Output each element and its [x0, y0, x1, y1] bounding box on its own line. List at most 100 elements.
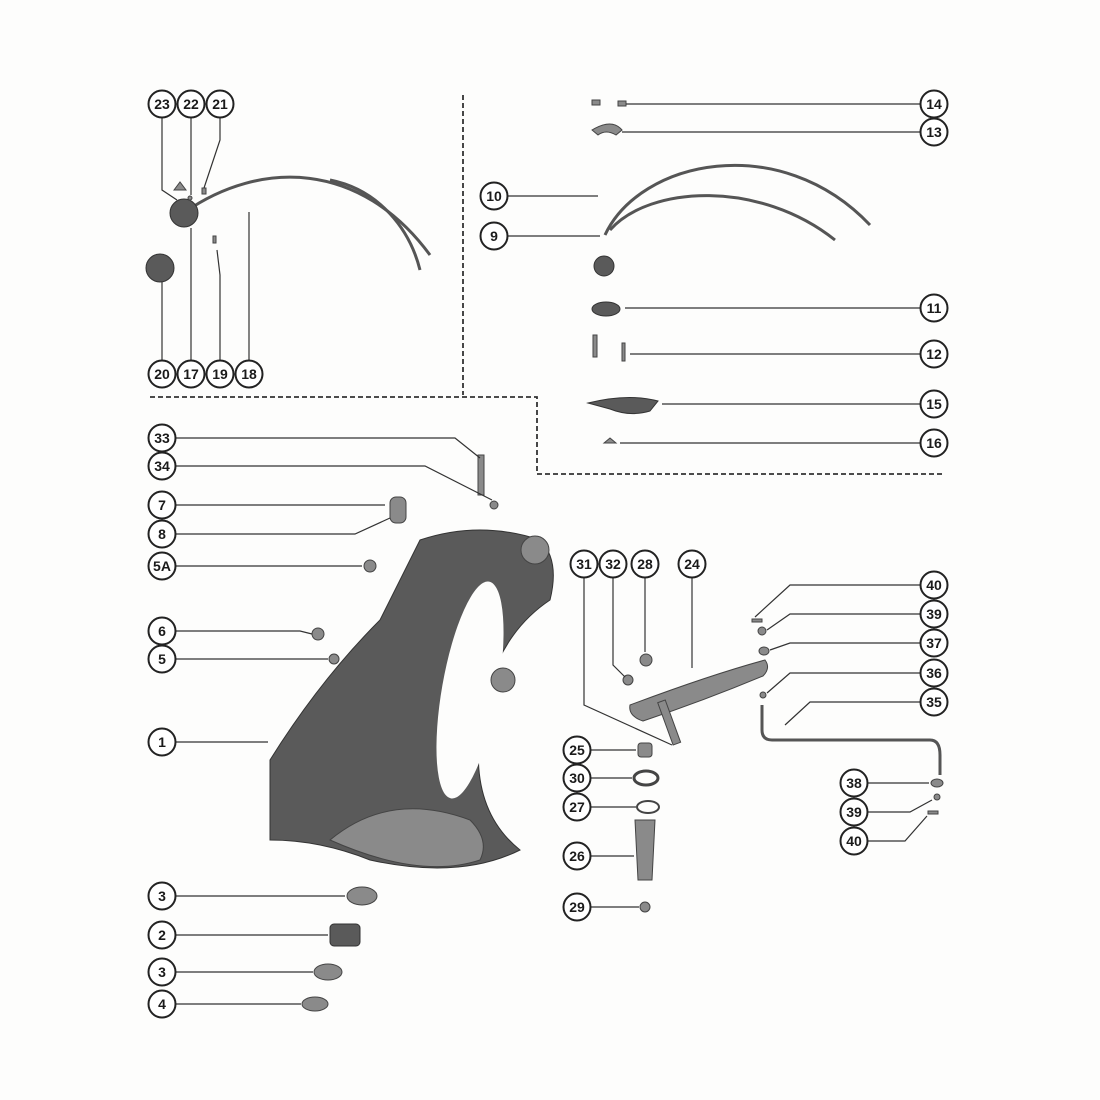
- callout-circle: [919, 389, 949, 419]
- callout-number: 10: [486, 188, 502, 204]
- callout-22: 22: [176, 89, 206, 119]
- callout-circle: [234, 359, 264, 389]
- callout-34: 34: [147, 451, 177, 481]
- callout-number: 11: [927, 300, 942, 316]
- callout-number: 3: [158, 888, 166, 904]
- callout-number: 40: [846, 833, 862, 849]
- callout-circle: [919, 339, 949, 369]
- callout-number: 5A: [153, 558, 171, 574]
- callout-circle: [147, 727, 177, 757]
- callout-number: 21: [212, 96, 228, 112]
- callout-number: 2: [158, 927, 166, 943]
- callout-1: 1: [147, 727, 177, 757]
- callout-number: 34: [154, 458, 170, 474]
- callout-circle: [147, 989, 177, 1019]
- callout-number: 24: [684, 556, 700, 572]
- leader-line: [176, 517, 391, 535]
- callout-8: 8: [147, 519, 177, 549]
- callout-circle: [562, 763, 592, 793]
- callout-19: 19: [205, 359, 235, 389]
- callout-2: 2: [147, 920, 177, 950]
- callout-number: 33: [154, 430, 170, 446]
- callout-circle: [598, 549, 628, 579]
- callout-number: 30: [569, 770, 585, 786]
- callout-5: 5: [147, 644, 177, 674]
- callout-12: 12: [919, 339, 949, 369]
- callout-20: 20: [147, 359, 177, 389]
- callout-number: 25: [569, 742, 585, 758]
- callout-3: 3: [147, 881, 177, 911]
- callout-circle: [919, 599, 949, 629]
- callout-25: 25: [562, 735, 592, 765]
- callout-number: 29: [569, 899, 585, 915]
- callout-3: 3: [147, 957, 177, 987]
- leader-line: [612, 578, 626, 678]
- callout-circle: [147, 359, 177, 389]
- callout-number: 36: [926, 665, 942, 681]
- callout-circle: [630, 549, 660, 579]
- callout-circle: [839, 826, 869, 856]
- callout-number: 16: [926, 435, 942, 451]
- callout-circle: [562, 892, 592, 922]
- leader-line: [769, 642, 920, 651]
- callout-circle: [147, 490, 177, 520]
- callout-circle: [839, 768, 869, 798]
- callout-circle: [479, 181, 509, 211]
- callout-30: 30: [562, 763, 592, 793]
- callout-circle: [147, 920, 177, 950]
- callout-7: 7: [147, 490, 177, 520]
- callout-number: 23: [154, 96, 170, 112]
- callout-4: 4: [147, 989, 177, 1019]
- callout-number: 1: [158, 734, 166, 750]
- leader-line: [784, 701, 920, 726]
- callout-40: 40: [839, 826, 869, 856]
- callout-number: 37: [926, 635, 942, 651]
- callout-17: 17: [176, 359, 206, 389]
- callout-number: 7: [158, 497, 166, 513]
- callout-number: 15: [926, 396, 942, 412]
- callout-number: 28: [637, 556, 653, 572]
- leader-line: [766, 672, 920, 694]
- callout-number: 8: [158, 526, 166, 542]
- callout-circle: [919, 658, 949, 688]
- callout-14: 14: [919, 89, 949, 119]
- callout-circle: [176, 359, 206, 389]
- leader-line: [176, 630, 313, 635]
- leader-line: [176, 465, 493, 501]
- callout-number: 3: [158, 964, 166, 980]
- callout-21: 21: [205, 89, 235, 119]
- section-dividers: [150, 95, 945, 475]
- callout-circle: [919, 687, 949, 717]
- callout-circle: [147, 519, 177, 549]
- callout-5A: 5A: [147, 551, 177, 581]
- callout-number: 9: [490, 228, 498, 244]
- callout-circle: [919, 293, 949, 323]
- callout-29: 29: [562, 892, 592, 922]
- callout-13: 13: [919, 117, 949, 147]
- callout-number: 6: [158, 623, 166, 639]
- callout-circle: [562, 841, 592, 871]
- callout-circle: [479, 221, 509, 251]
- callout-number: 20: [154, 366, 170, 382]
- callout-33: 33: [147, 423, 177, 453]
- callout-circle: [569, 549, 599, 579]
- callout-circle: [677, 549, 707, 579]
- callout-circle: [147, 957, 177, 987]
- callout-number: 5: [158, 651, 166, 667]
- callout-23: 23: [147, 89, 177, 119]
- leader-line: [161, 118, 178, 201]
- leader-line: [868, 815, 928, 842]
- callout-38: 38: [839, 768, 869, 798]
- callout-15: 15: [919, 389, 949, 419]
- callout-circle: [147, 881, 177, 911]
- callout-circle: [919, 428, 949, 458]
- callout-40: 40: [919, 570, 949, 600]
- callout-24: 24: [677, 549, 707, 579]
- callout-28: 28: [630, 549, 660, 579]
- leader-line: [766, 613, 920, 631]
- leader-line: [203, 118, 221, 189]
- callout-39: 39: [839, 797, 869, 827]
- callout-circle: [839, 797, 869, 827]
- parts-art: [145, 99, 944, 1012]
